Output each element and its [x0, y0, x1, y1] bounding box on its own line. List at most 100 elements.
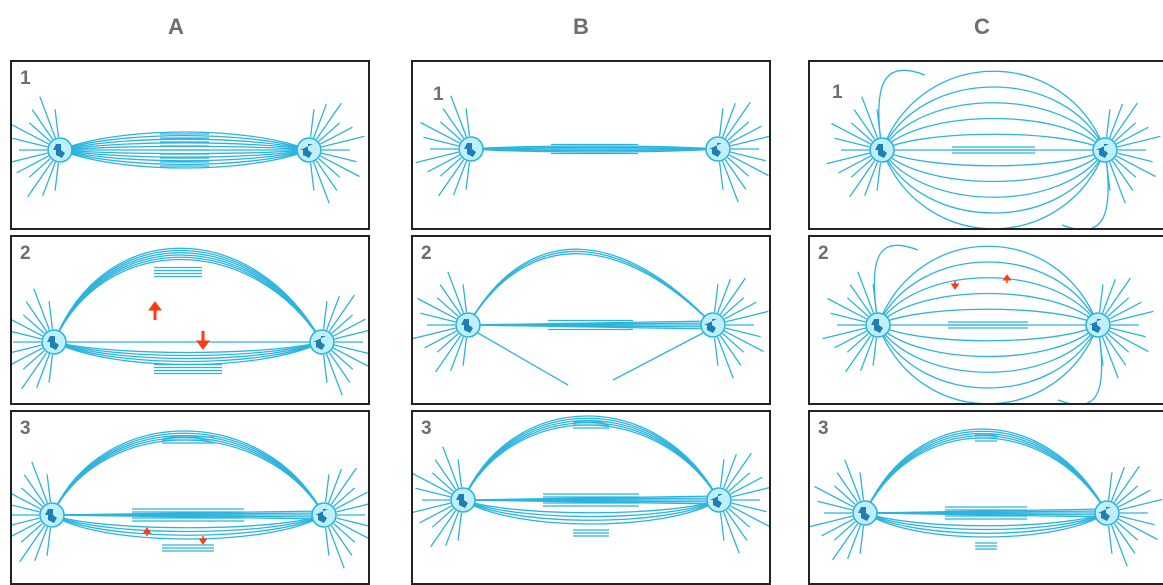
astral-ray — [424, 330, 457, 349]
panel-a3: 3 — [10, 410, 370, 585]
astral-ray — [722, 160, 739, 203]
spindle-fiber — [881, 70, 1106, 151]
panel-number: 2 — [421, 243, 432, 264]
astral-ray — [335, 520, 368, 539]
spindle-fiber — [877, 277, 1099, 326]
astral-ray — [719, 277, 746, 315]
astral-ray — [718, 161, 724, 190]
astral-ray — [48, 301, 54, 330]
astral-ray — [1110, 327, 1146, 338]
panel-b3: 3 — [411, 410, 771, 585]
panel-c3: 3 — [808, 410, 1163, 585]
astral-ray — [717, 336, 734, 379]
astral-ray — [850, 122, 873, 142]
spindle-fiber — [462, 422, 720, 501]
spindle-fiber — [59, 149, 310, 162]
astral-ray — [431, 472, 454, 492]
column-label-a: A — [168, 14, 184, 39]
up-arrow-icon — [1002, 274, 1012, 283]
chromosome — [315, 509, 328, 523]
astral-ray — [727, 121, 750, 141]
spindle-fiber — [877, 324, 1099, 389]
panel-c1: 1 — [808, 60, 1163, 230]
astral-ray — [810, 515, 853, 528]
astral-ray — [719, 512, 725, 541]
panel-number: 2 — [20, 243, 31, 264]
astral-ray — [413, 473, 452, 495]
astral-ray — [442, 446, 459, 489]
astral-ray — [853, 109, 876, 140]
astral-ray — [729, 125, 762, 144]
astral-ray — [718, 108, 724, 137]
astral-ray — [335, 491, 368, 510]
astral-ray — [33, 288, 50, 331]
column-label-c: C — [974, 14, 990, 39]
spindle-fiber — [881, 102, 1106, 151]
astral-ray — [860, 336, 874, 372]
centrosome — [311, 502, 337, 528]
astral-ray — [28, 158, 51, 178]
chromosome — [300, 144, 313, 158]
up-arrow-icon — [142, 527, 152, 536]
astral-ray — [859, 525, 865, 554]
centrosome — [309, 329, 335, 355]
astral-ray — [315, 160, 338, 191]
astral-ray — [19, 525, 46, 563]
astral-ray — [12, 504, 40, 513]
astral-ray — [1109, 301, 1142, 320]
spindle-fiber — [477, 332, 569, 386]
astral-ray — [318, 122, 341, 142]
astral-ray — [34, 526, 48, 562]
astral-ray — [1118, 518, 1158, 541]
spindle-fiber — [881, 149, 1106, 198]
spindle-fiber — [53, 341, 323, 357]
astral-ray — [419, 505, 452, 524]
spindle-fiber — [53, 250, 323, 343]
spindle-fiber — [462, 419, 720, 501]
astral-ray — [447, 271, 464, 314]
astral-ray — [830, 312, 866, 323]
astral-ray — [23, 474, 46, 505]
astral-ray — [313, 161, 330, 204]
centrosome — [700, 312, 726, 338]
panel-a1: 1 — [10, 60, 370, 230]
spindle-drawing — [12, 247, 368, 396]
astral-ray — [872, 284, 878, 313]
spindle-fiber — [51, 435, 325, 516]
chromosome — [47, 336, 59, 350]
spindle-drawing — [822, 244, 1154, 403]
spindle-fiber — [59, 134, 310, 151]
astral-ray — [457, 512, 463, 541]
astral-ray — [324, 474, 330, 503]
astral-ray — [321, 152, 357, 163]
astral-ray — [728, 508, 751, 528]
panel-b2: 2 — [411, 235, 771, 405]
astral-ray — [725, 327, 761, 338]
spindle-fiber — [59, 149, 310, 166]
spindle-fiber — [462, 417, 720, 501]
astral-ray — [453, 160, 467, 196]
astral-ray — [861, 96, 878, 139]
astral-ray — [462, 284, 468, 313]
spindle-fiber — [59, 149, 310, 158]
astral-ray — [1118, 489, 1151, 508]
astral-ray — [849, 284, 872, 315]
chromosome — [1098, 507, 1111, 521]
spindle-fiber — [462, 499, 720, 514]
astral-ray — [12, 330, 42, 340]
astral-ray — [731, 502, 767, 513]
astral-ray — [413, 502, 451, 513]
arrow-head — [950, 283, 960, 290]
spindle-fiber — [51, 514, 325, 536]
spindle-fiber — [51, 514, 325, 529]
centrosome — [1085, 312, 1111, 338]
astral-ray — [1114, 122, 1137, 142]
spindle-fiber — [51, 514, 325, 520]
astral-ray — [1109, 161, 1126, 204]
arrow-head — [148, 301, 162, 311]
astral-ray — [872, 337, 878, 366]
astral-ray — [1117, 135, 1161, 148]
astral-ray — [1102, 278, 1116, 314]
panel-c2: 2 — [808, 235, 1163, 405]
astral-ray — [827, 297, 867, 320]
